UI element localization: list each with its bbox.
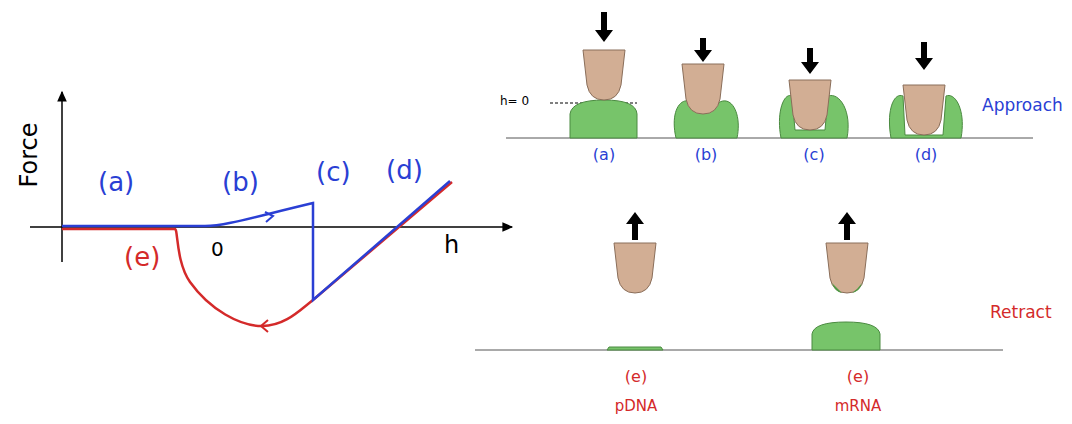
stage-label: (c) xyxy=(316,158,351,188)
stage-label: (e) xyxy=(847,368,869,386)
afm-tip xyxy=(614,243,656,293)
retract-curve xyxy=(62,182,452,326)
push-arrow xyxy=(915,42,933,70)
retract-direction xyxy=(261,320,268,332)
axis-title: Force xyxy=(16,123,44,188)
stage-label: (a) xyxy=(98,168,134,198)
stage-label: (e) xyxy=(124,243,160,273)
afm-tip xyxy=(826,243,868,293)
panel-title: Retract xyxy=(990,303,1052,323)
push-arrow xyxy=(595,12,613,42)
stage-label: (c) xyxy=(803,146,824,164)
sample-label: mRNA xyxy=(835,398,882,415)
stage-label: (b) xyxy=(222,168,259,198)
axis-title: h xyxy=(444,232,459,260)
tick-label: 0 xyxy=(211,238,224,261)
afm-tip xyxy=(583,50,625,100)
afm-tip xyxy=(789,80,831,130)
adhered-material xyxy=(832,283,862,293)
panel-title: Approach xyxy=(982,96,1063,116)
approach-curve xyxy=(62,181,450,300)
stage-label: (d) xyxy=(915,146,938,164)
cell-remnant xyxy=(607,347,663,350)
reference-label: h= 0 xyxy=(500,95,529,109)
stage-label: (e) xyxy=(625,368,647,386)
stage-label: (b) xyxy=(695,146,718,164)
approach-direction xyxy=(265,212,273,222)
afm-tip xyxy=(903,85,945,135)
cell xyxy=(812,322,880,350)
stage-label: (d) xyxy=(386,156,423,186)
afm-tip xyxy=(682,64,724,114)
force-axis xyxy=(61,92,63,262)
sample-label: pDNA xyxy=(615,398,658,415)
stage-label: (a) xyxy=(593,146,615,164)
push-arrow xyxy=(801,48,819,74)
pull-arrow xyxy=(838,212,856,240)
pull-arrow xyxy=(626,212,644,240)
cell xyxy=(570,100,637,138)
push-arrow xyxy=(694,38,712,62)
substrate xyxy=(475,350,1003,351)
